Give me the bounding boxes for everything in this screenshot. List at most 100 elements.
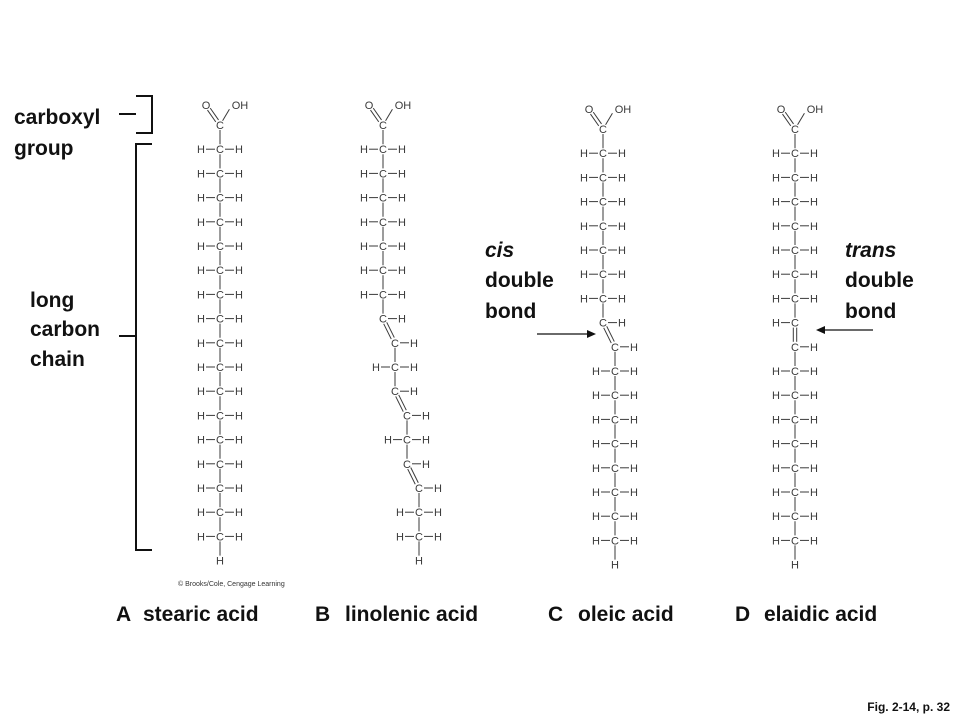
hydrogen-atom: H bbox=[810, 197, 818, 209]
hydrogen-atom: H bbox=[810, 221, 818, 233]
carbon-bond bbox=[395, 396, 404, 412]
hydroxyl-group: OH bbox=[615, 104, 632, 116]
hydrogen-atom: H bbox=[810, 172, 818, 184]
carbon-atom: C bbox=[611, 511, 619, 523]
hydrogen-atom: H bbox=[618, 293, 626, 305]
oxygen-atom: O bbox=[777, 104, 786, 116]
hydrogen-atom: H bbox=[197, 289, 205, 301]
hydroxyl-group: OH bbox=[807, 104, 824, 116]
hydrogen-atom: H bbox=[810, 293, 818, 305]
carbon-atom: C bbox=[791, 293, 799, 305]
chain-label-line3: chain bbox=[30, 348, 85, 371]
hydroxyl-bond bbox=[385, 109, 393, 121]
carbon-atom: C bbox=[791, 390, 799, 402]
hydrogen-atom: H bbox=[235, 314, 243, 326]
carbon-atom: C bbox=[216, 386, 224, 398]
carbon-atom: C bbox=[216, 338, 224, 350]
chain-label-line2: carbon bbox=[30, 318, 100, 341]
hydrogen-atom: H bbox=[630, 366, 638, 378]
terminal-hydrogen-atom: H bbox=[415, 556, 423, 568]
carbon-atom: C bbox=[216, 168, 224, 180]
carbon-atom: C bbox=[216, 241, 224, 253]
hydrogen-atom: H bbox=[235, 144, 243, 156]
hydrogen-atom: H bbox=[810, 366, 818, 378]
carbon-atom: C bbox=[379, 289, 387, 301]
cis-label-line1: cis bbox=[485, 239, 514, 262]
hydrogen-atom: H bbox=[235, 168, 243, 180]
hydrogen-atom: H bbox=[810, 414, 818, 426]
carbon-atom: C bbox=[391, 386, 399, 398]
cis-arrow-head bbox=[587, 330, 596, 338]
oxygen-atom: O bbox=[585, 104, 594, 116]
carbon-atom: C bbox=[791, 197, 799, 209]
hydrogen-atom: H bbox=[398, 193, 406, 205]
hydrogen-atom: H bbox=[422, 410, 430, 422]
chain-bracket bbox=[135, 143, 152, 551]
hydrogen-atom: H bbox=[618, 318, 626, 330]
hydrogen-atom: H bbox=[235, 483, 243, 495]
hydrogen-atom: H bbox=[592, 535, 600, 547]
hydrogen-atom: H bbox=[592, 366, 600, 378]
hydrogen-atom: H bbox=[772, 269, 780, 281]
hydrogen-atom: H bbox=[360, 144, 368, 156]
carbon-atom: C bbox=[415, 483, 423, 495]
carbon-atom: C bbox=[216, 289, 224, 301]
hydrogen-atom: H bbox=[197, 531, 205, 543]
hydrogen-atom: H bbox=[618, 197, 626, 209]
carbon-atom: C bbox=[599, 245, 607, 257]
hydrogen-atom: H bbox=[618, 221, 626, 233]
carbon-atom: C bbox=[216, 531, 224, 543]
carbon-bond bbox=[603, 327, 612, 344]
hydrogen-atom: H bbox=[580, 269, 588, 281]
terminal-hydrogen-atom: H bbox=[611, 560, 619, 572]
carbon-atom: C bbox=[599, 148, 607, 160]
hydrogen-atom: H bbox=[197, 144, 205, 156]
hydrogen-atom: H bbox=[398, 168, 406, 180]
hydrogen-atom: H bbox=[197, 314, 205, 326]
hydrogen-atom: H bbox=[772, 414, 780, 426]
hydrogen-atom: H bbox=[434, 531, 442, 543]
hydrogen-atom: H bbox=[398, 314, 406, 326]
hydrogen-atom: H bbox=[434, 483, 442, 495]
hydrogen-atom: H bbox=[398, 289, 406, 301]
carbon-atom: C bbox=[379, 241, 387, 253]
carbon-atom: C bbox=[216, 120, 224, 132]
carbon-atom: C bbox=[791, 148, 799, 160]
hydroxyl-bond bbox=[797, 113, 805, 125]
carbon-atom: C bbox=[611, 439, 619, 451]
carbon-atom: C bbox=[379, 265, 387, 277]
carbon-atom: C bbox=[611, 390, 619, 402]
hydrogen-atom: H bbox=[592, 439, 600, 451]
hydrogen-atom: H bbox=[410, 362, 418, 374]
hydrogen-atom: H bbox=[810, 487, 818, 499]
hydrogen-atom: H bbox=[360, 168, 368, 180]
carbonyl-double-bond bbox=[784, 111, 794, 125]
hydrogen-atom: H bbox=[398, 217, 406, 229]
carbon-atom: C bbox=[791, 366, 799, 378]
hydrogen-atom: H bbox=[384, 435, 392, 447]
carbonyl-double-bond bbox=[592, 111, 602, 125]
carbon-atom: C bbox=[379, 168, 387, 180]
hydrogen-atom: H bbox=[810, 439, 818, 451]
caption-d-letter: D bbox=[735, 603, 750, 626]
carbonyl-double-bond bbox=[207, 109, 217, 123]
hydrogen-atom: H bbox=[396, 507, 404, 519]
carboxyl-bracket bbox=[136, 95, 153, 134]
trans-label-line3: bond bbox=[845, 300, 896, 323]
oxygen-atom: O bbox=[202, 100, 211, 112]
copyright-credit: © Brooks/Cole, Cengage Learning bbox=[178, 580, 285, 588]
carbon-atom: C bbox=[216, 410, 224, 422]
carbon-atom: C bbox=[216, 314, 224, 326]
caption-b-letter: B bbox=[315, 603, 330, 626]
hydrogen-atom: H bbox=[772, 172, 780, 184]
hydrogen-atom: H bbox=[592, 511, 600, 523]
carbon-atom: C bbox=[791, 342, 799, 354]
carbon-atom: C bbox=[791, 414, 799, 426]
hydrogen-atom: H bbox=[398, 241, 406, 253]
hydrogen-atom: H bbox=[235, 362, 243, 374]
carbon-atom: C bbox=[791, 318, 799, 330]
caption-d-name: elaidic acid bbox=[764, 603, 877, 626]
hydrogen-atom: H bbox=[772, 148, 780, 160]
hydrogen-atom: H bbox=[197, 507, 205, 519]
